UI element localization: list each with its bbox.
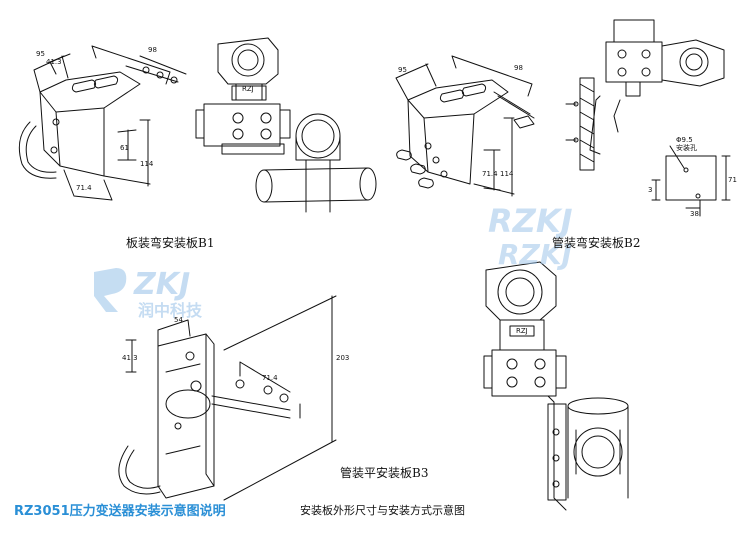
label-b2: 管装弯安装板B2 [552,236,641,250]
label-b3: 管装平安装板B3 [340,466,429,480]
dim-b1-114: 114 [140,160,154,168]
dim-b2d-71: 71 [728,176,737,184]
watermark-letters-top: RZKJ [488,202,573,240]
label-b1: 板装弯安装板B1 [126,236,215,250]
watermark-letters-middle: ZKJ [133,267,190,302]
watermark-letters-bottom: RZKJ [498,238,572,271]
plate-text-b3: RZJ [516,327,528,335]
dim-b2d-hole-label: 安装孔 [676,143,697,152]
dim-b2-95: 95 [398,66,407,74]
dim-b2d-hole: Φ9.5 [676,136,693,144]
footer-subtitle: 安装板外形尺寸与安装方式示意图 [300,504,465,517]
dimension-labels: 95 98 41.3 61 114 71.4 95 98 71.4 114 Φ9… [36,46,737,382]
plate-detail-b2 [651,145,731,217]
dim-b1-41: 41.3 [46,58,62,66]
dim-b2-114: 114 [500,170,514,178]
footer-title: RZ3051压力变送器安装示意图说明 [14,504,226,519]
dim-b1-61: 61 [120,144,129,152]
plate-text-b1: RZJ [242,85,254,93]
watermark-chinese: 润中科技 [138,301,203,320]
watermark-bottom: RZKJ [498,238,572,271]
dim-b2d-38: 38 [690,210,699,218]
dim-b3-71: 71.4 [262,374,278,382]
bracket-b2 [395,55,535,197]
watermark-middle: ZKJ 润中科技 [94,267,203,320]
transmitter-b2 [565,19,725,171]
dim-b1-98: 98 [148,46,157,54]
dim-b3-54: 54 [174,316,183,324]
transmitter-b1 [195,37,377,213]
transmitter-b3 [483,261,629,511]
dim-b2d-3: 3 [648,186,652,194]
bracket-b1 [18,45,187,201]
dim-b2-71: 71.4 [482,170,498,178]
dim-b2-98: 98 [514,64,523,72]
dim-b3-203: 203 [336,354,349,362]
dim-b1-71: 71.4 [76,184,92,192]
bracket-b3 [118,295,337,501]
dim-b3-41: 41.3 [122,354,138,362]
dim-b1-95: 95 [36,50,45,58]
watermark-top: RZKJ [488,202,573,240]
